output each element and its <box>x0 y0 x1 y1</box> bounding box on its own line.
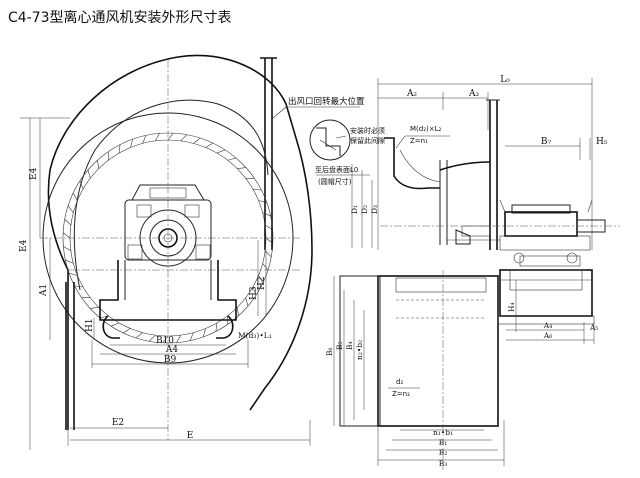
impeller-blade <box>79 180 84 190</box>
volute-casing <box>47 54 313 430</box>
impeller-blade <box>176 335 182 343</box>
impeller-blade <box>252 286 257 296</box>
impeller-blade <box>258 275 264 284</box>
dim-d1: D₁ <box>350 205 359 214</box>
dim-l0: L₀ <box>500 75 510 85</box>
impeller-blade <box>74 285 84 288</box>
note-m-d2-l2: M(d₂)×L₂ <box>410 125 442 133</box>
impeller-blade <box>202 328 206 337</box>
dim-b4: B₄ <box>345 341 354 350</box>
note-m-d3-l1: M(d₃)•L₁ <box>238 331 272 340</box>
detail-circle <box>309 119 351 161</box>
impeller-blade <box>258 200 267 204</box>
impeller-blade <box>65 259 74 264</box>
dim-n2b2: n₂•b₂ <box>355 340 364 360</box>
impeller-blade <box>135 332 143 339</box>
bearing-block <box>504 211 578 237</box>
impeller-blade <box>122 328 131 334</box>
impeller-blade <box>215 322 218 332</box>
side-view: L₀ A₂ A₃ B₇ H₅ D₁ D₂ D₃ M(d₂)×L₂ Z=n₁ <box>309 75 620 470</box>
note-z-n1: Z=n₁ <box>410 137 428 145</box>
front-view: E4 E4 A1 H1 H2 H3 B10 A4 B9 E2 E M(d₃)•L… <box>19 54 313 450</box>
note-z-n2: Z=n₂ <box>392 390 410 398</box>
impeller-blade <box>72 192 78 201</box>
impeller-blades <box>62 132 274 344</box>
dim-b9: B9 <box>164 355 177 365</box>
impeller-blade <box>87 169 91 179</box>
dim-b5: B₅ <box>335 341 344 350</box>
impeller-blade <box>118 144 121 154</box>
impeller-blade <box>245 297 249 307</box>
volute-left-wall <box>65 282 75 430</box>
impeller-blade <box>90 306 99 309</box>
impeller-blade <box>265 224 273 230</box>
foot-right <box>216 315 234 339</box>
dim-e4-top: E4 <box>29 167 39 180</box>
impeller-blade <box>262 212 271 217</box>
impeller-blade <box>227 157 237 161</box>
dim-d2: D₂ <box>360 205 369 214</box>
dim-a5: A₅ <box>589 323 598 332</box>
impeller-blade <box>167 132 174 141</box>
impeller-blade <box>236 307 239 316</box>
dim-a4: A4 <box>165 345 178 355</box>
note-bell-size: (圆帽尺寸) <box>318 177 352 186</box>
note-outlet-rotation: 出风口回转最大位置 <box>288 96 365 107</box>
note-safety-ring2: 保留此间隙 <box>350 136 385 145</box>
impeller-blade <box>180 134 188 142</box>
dim-a4-side: A₄ <box>543 321 552 330</box>
dim-a1: A1 <box>39 284 49 297</box>
impeller-blade <box>189 332 194 341</box>
impeller-blade <box>205 142 214 148</box>
dim-h3: H3 <box>249 286 259 300</box>
impeller-blade <box>154 133 160 141</box>
note-rear-edge: 至后盘表面L0 <box>315 165 358 174</box>
impeller-blade <box>162 335 169 344</box>
dim-e2: E2 <box>112 418 124 428</box>
dim-e4-left: E4 <box>19 239 29 252</box>
impeller-blade <box>63 246 71 252</box>
dim-h5: H₅ <box>596 137 608 147</box>
impeller-blade <box>216 149 226 154</box>
dim-h2: H2 <box>257 276 267 290</box>
impeller-blade <box>265 237 274 244</box>
impeller-blade <box>142 135 147 144</box>
impeller-blade <box>69 272 78 276</box>
dim-e: E <box>187 431 194 441</box>
dim-b6: B₆ <box>325 347 334 356</box>
dim-a3: A₃ <box>468 89 479 99</box>
dim-h4: H₄ <box>507 302 516 312</box>
foot-left <box>102 315 120 339</box>
dim-a2: A₂ <box>406 89 417 99</box>
page-title: C4-73型离心通风机安装外形尺寸表 <box>8 9 232 26</box>
dim-b10: B10 <box>156 336 174 346</box>
impeller-blade <box>130 139 134 148</box>
inlet-bell <box>384 137 440 190</box>
lower-casing <box>377 275 499 427</box>
dim-b7: B₇ <box>541 137 552 147</box>
dim-d3: D₃ <box>370 205 379 214</box>
impeller-blade <box>252 188 262 191</box>
impeller-blade <box>64 218 72 226</box>
impeller-blade <box>193 137 201 144</box>
outlet-duct-side <box>489 100 498 250</box>
impeller-blade <box>237 167 246 170</box>
dim-a6: A₆ <box>543 331 552 340</box>
impeller-blade <box>97 160 100 169</box>
impeller-blade <box>67 205 74 213</box>
note-d2: d₂ <box>396 378 403 386</box>
impeller-blade <box>148 334 156 342</box>
impeller-blade <box>62 232 71 239</box>
impeller-blade <box>110 322 120 327</box>
dim-h1: H1 <box>85 318 95 332</box>
dim-n1b1: n₁•b₁ <box>433 428 453 437</box>
impeller-blade <box>262 263 269 271</box>
note-safety-ring: 安装时必须 <box>350 126 385 135</box>
